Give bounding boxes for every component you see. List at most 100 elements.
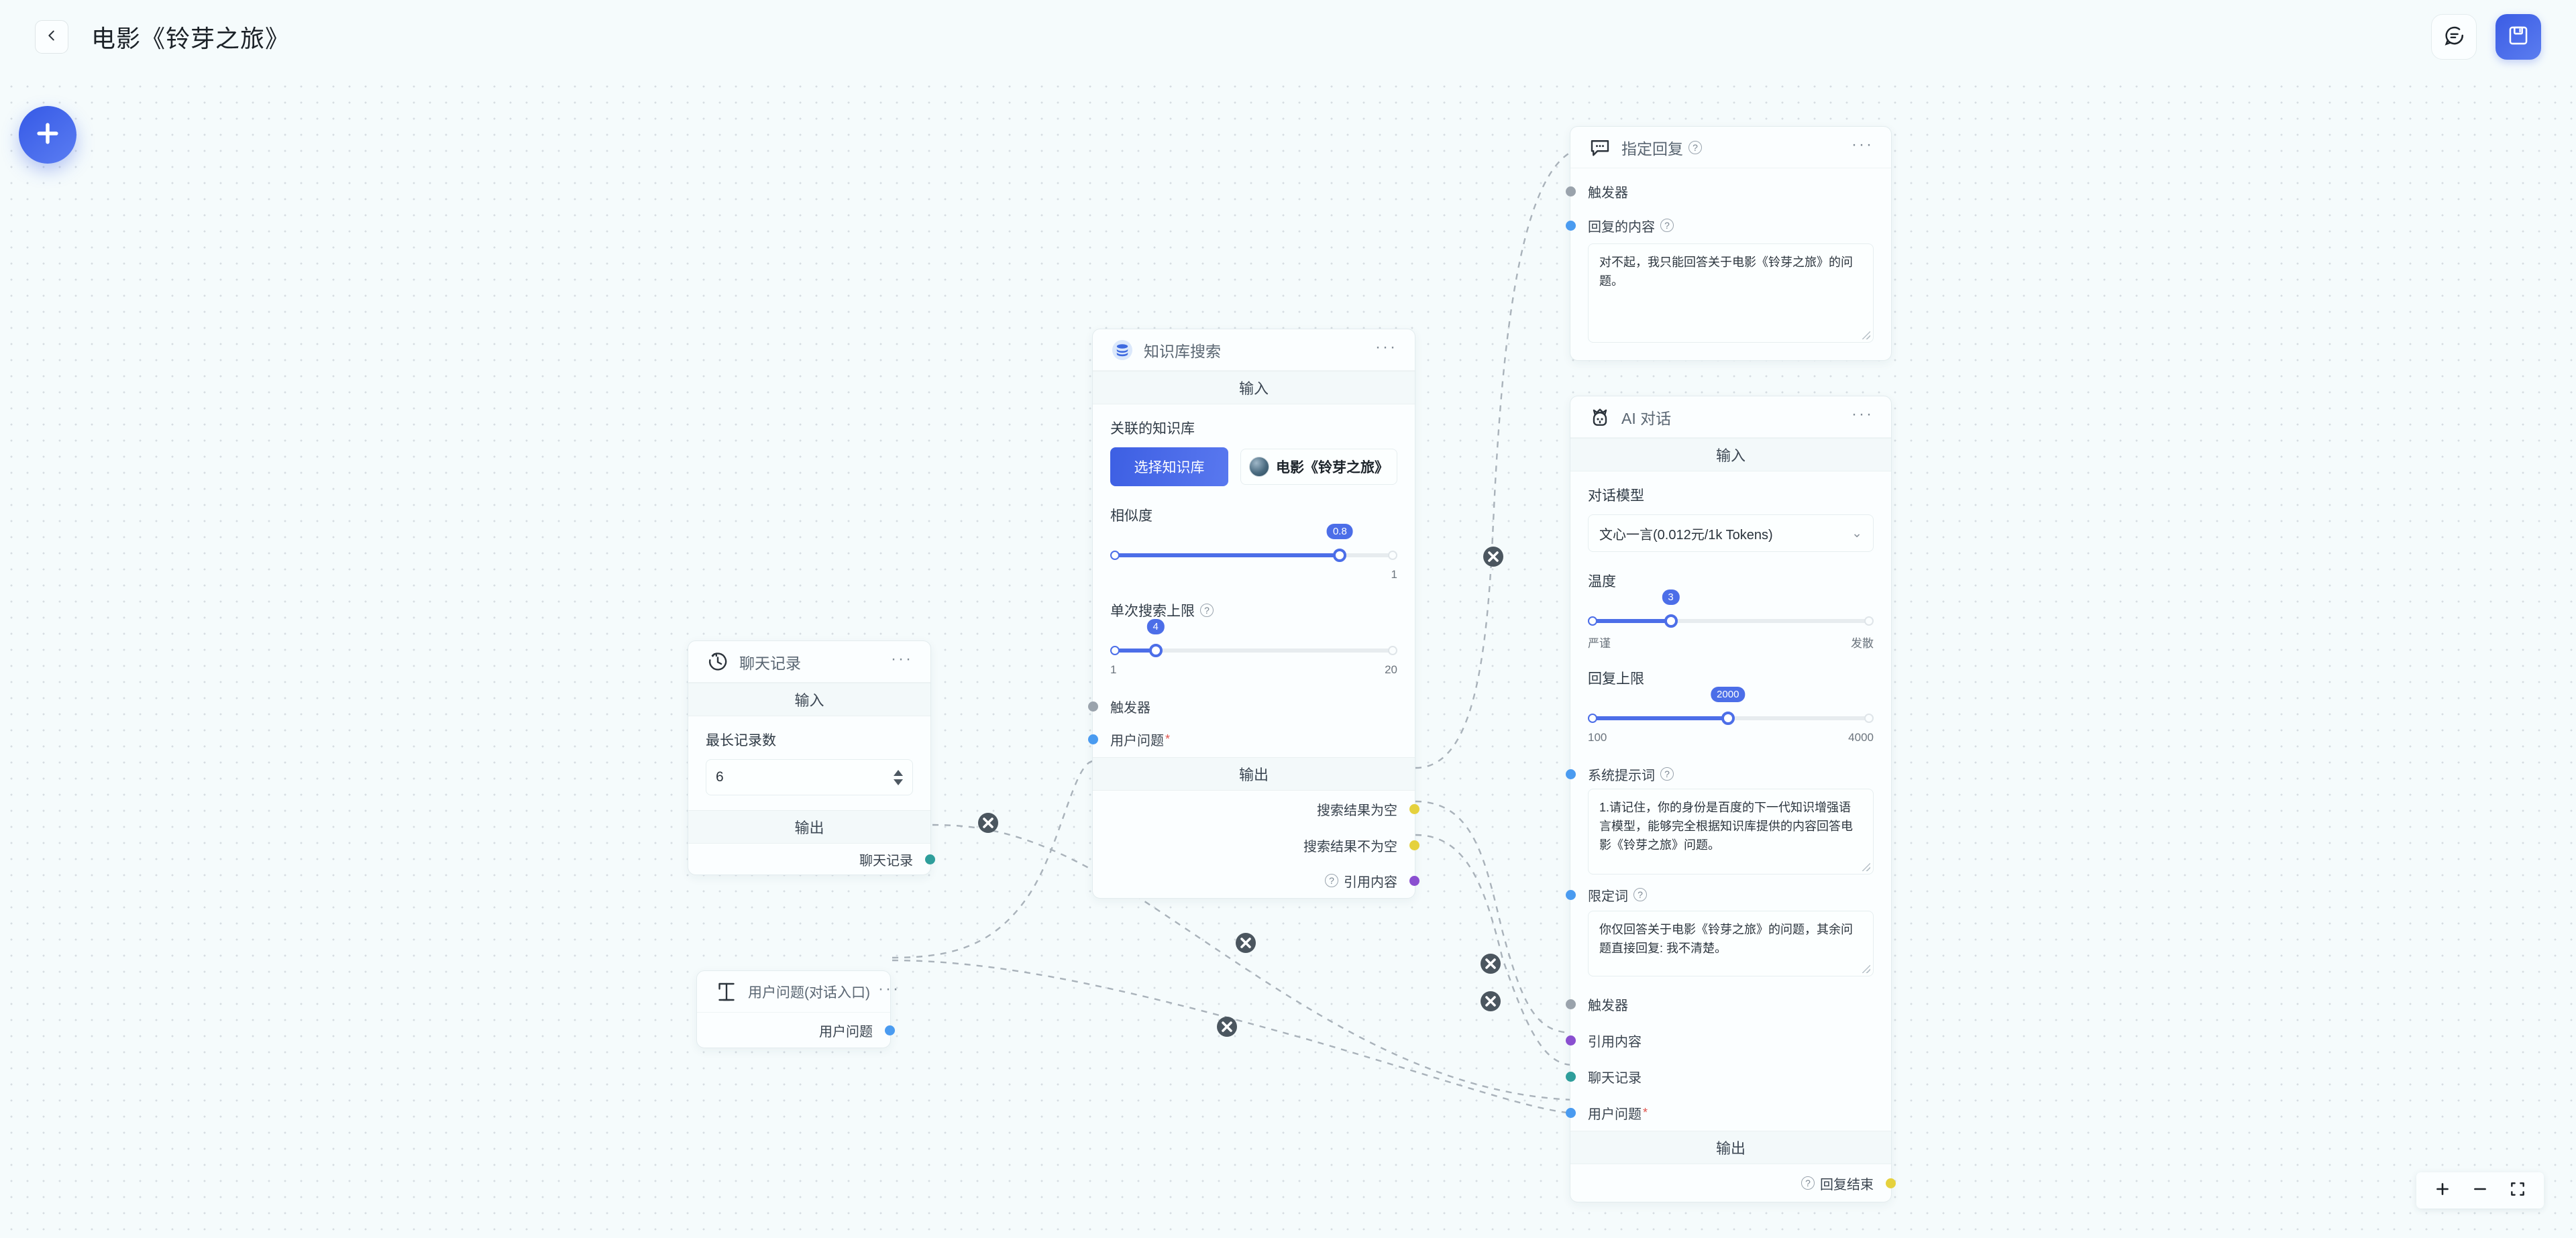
node-header[interactable]: 指定回复 ? ···: [1570, 127, 1891, 168]
topk-slider[interactable]: 4: [1110, 619, 1397, 658]
port-ai-chat-history-in[interactable]: 聊天记录: [1566, 1058, 1891, 1094]
node-menu-button[interactable]: ···: [1851, 135, 1874, 154]
port-label: 聊天记录: [859, 853, 913, 868]
select-kb-button[interactable]: 选择知识库: [1110, 447, 1228, 486]
edge-delete-button[interactable]: [1481, 954, 1501, 974]
node-kb-search[interactable]: 知识库搜索 ··· 输入 关联的知识库 选择知识库 电影《铃芽之旅》 相似度: [1088, 329, 1419, 899]
port-handle-yellow[interactable]: [1409, 803, 1419, 814]
port-label-text: 回复的内容: [1588, 219, 1655, 235]
node-user-question-entry[interactable]: 用户问题(对话入口) ··· 用户问题: [696, 970, 898, 1048]
node-menu-button[interactable]: ···: [878, 979, 900, 998]
zoom-out-button[interactable]: [2465, 1175, 2496, 1206]
clock-history-icon: [706, 650, 730, 674]
slider-thumb[interactable]: [1333, 549, 1347, 562]
kb-chip[interactable]: 电影《铃芽之旅》: [1240, 449, 1397, 485]
port-handle-purple[interactable]: [1566, 1035, 1576, 1046]
port-ai-reply-end-out[interactable]: ? 回复结束: [1570, 1164, 1896, 1202]
maxtokens-label: 回复上限: [1588, 671, 1644, 687]
node-menu-button[interactable]: ···: [891, 649, 913, 668]
help-icon[interactable]: ?: [1325, 874, 1338, 887]
zoom-in-button[interactable]: [2427, 1175, 2458, 1206]
port-handle-grey[interactable]: [1566, 999, 1576, 1009]
help-icon[interactable]: ?: [1688, 140, 1702, 154]
port-label: 用户问题: [819, 1024, 873, 1039]
max-records-input[interactable]: 6: [706, 759, 913, 795]
port-kb-result-not-empty-out[interactable]: 搜索结果不为空: [1093, 827, 1419, 863]
port-user-question-out[interactable]: 用户问题: [697, 1013, 895, 1048]
slider-thumb[interactable]: [1664, 614, 1678, 628]
port-ai-user-question-in[interactable]: 用户问题 *: [1566, 1094, 1891, 1131]
maxtokens-slider[interactable]: 2000: [1588, 687, 1874, 726]
plus-icon: [33, 119, 62, 152]
node-ai-chat[interactable]: AI 对话 ··· 输入 对话模型 文心一言(0.012元/1k Tokens)…: [1566, 396, 1896, 1202]
port-handle-yellow[interactable]: [1886, 1178, 1896, 1188]
node-fixed-reply[interactable]: 指定回复 ? ··· 触发器 回复的内容 ? 对不起，我只能回答关于电影《铃芽之…: [1566, 126, 1892, 361]
help-icon[interactable]: ?: [1660, 767, 1674, 781]
page-title: 电影《铃芽之旅》: [91, 25, 290, 52]
port-handle-grey[interactable]: [1566, 186, 1576, 196]
port-kb-user-question-in[interactable]: 用户问题 *: [1088, 721, 1415, 757]
port-ai-system-prompt-in[interactable]: 系统提示词 ?: [1566, 759, 1891, 789]
port-handle-blue[interactable]: [1088, 734, 1098, 744]
port-handle-blue[interactable]: [885, 1025, 895, 1035]
slider-cap-right: [1388, 646, 1397, 655]
port-handle-blue[interactable]: [1566, 220, 1576, 231]
connection-edges: [892, 150, 1574, 1115]
node-chat-history[interactable]: 聊天记录 ··· 输入 最长记录数 6 输出 聊天记录: [688, 640, 935, 875]
node-menu-button[interactable]: ···: [1851, 404, 1874, 423]
node-menu-button[interactable]: ···: [1375, 337, 1397, 356]
edge-delete-button[interactable]: [1217, 1017, 1237, 1037]
port-ai-limit-word-in[interactable]: 限定词 ?: [1566, 879, 1891, 911]
port-handle-teal[interactable]: [1566, 1071, 1576, 1082]
port-handle-purple[interactable]: [1409, 875, 1419, 886]
model-select[interactable]: 文心一言(0.012元/1k Tokens) ⌄: [1588, 514, 1874, 552]
scale-min: 严谨: [1588, 637, 1611, 650]
port-chat-history-out[interactable]: 聊天记录: [688, 844, 935, 875]
port-ai-trigger-in[interactable]: 触发器: [1566, 986, 1891, 1022]
similarity-slider[interactable]: 0.8: [1110, 524, 1397, 563]
port-ai-quote-in[interactable]: 引用内容: [1566, 1022, 1891, 1058]
flow-canvas[interactable]: 聊天记录 ··· 输入 最长记录数 6 输出 聊天记录: [0, 74, 2576, 1238]
edge-delete-button[interactable]: [1481, 991, 1501, 1011]
port-label: 聊天记录: [1588, 1070, 1642, 1086]
save-button[interactable]: [2496, 14, 2541, 60]
add-node-button[interactable]: [19, 106, 76, 164]
comment-button[interactable]: [2431, 14, 2477, 60]
node-header[interactable]: 聊天记录 ···: [688, 641, 930, 683]
slider-thumb[interactable]: [1148, 644, 1163, 657]
fixed-reply-textarea[interactable]: 对不起，我只能回答关于电影《铃芽之旅》的问题。: [1588, 243, 1874, 343]
limit-word-textarea[interactable]: 你仅回答关于电影《铃芽之旅》的问题，其余问题直接回复: 我不清楚。: [1588, 911, 1874, 976]
edge-delete-button[interactable]: [1483, 547, 1503, 567]
fit-screen-button[interactable]: [2502, 1175, 2533, 1206]
node-header[interactable]: AI 对话 ···: [1570, 396, 1891, 438]
port-label: 引用内容: [1588, 1034, 1642, 1050]
port-handle-grey[interactable]: [1088, 701, 1098, 712]
back-button[interactable]: [35, 20, 68, 54]
help-icon[interactable]: ?: [1633, 888, 1647, 901]
help-icon[interactable]: ?: [1200, 604, 1214, 617]
scale-min: 100: [1588, 731, 1607, 744]
number-stepper[interactable]: [894, 769, 903, 785]
help-icon[interactable]: ?: [1801, 1176, 1815, 1190]
port-kb-result-empty-out[interactable]: 搜索结果为空: [1093, 791, 1419, 827]
port-handle-teal[interactable]: [925, 854, 935, 864]
stepper-down-icon[interactable]: [894, 779, 903, 785]
node-header[interactable]: 知识库搜索 ···: [1093, 329, 1415, 371]
port-fixed-reply-trigger-in[interactable]: 触发器: [1566, 172, 1891, 210]
node-header[interactable]: 用户问题(对话入口) ···: [697, 971, 898, 1013]
port-handle-blue[interactable]: [1566, 889, 1576, 900]
edge-delete-button[interactable]: [1236, 933, 1256, 953]
port-handle-blue[interactable]: [1566, 1107, 1576, 1118]
port-fixed-reply-content-in[interactable]: 回复的内容 ?: [1566, 210, 1891, 241]
port-kb-quote-out[interactable]: ? 引用内容: [1093, 863, 1419, 898]
edge-delete-button[interactable]: [978, 813, 998, 833]
port-handle-yellow[interactable]: [1409, 840, 1419, 850]
slider-thumb[interactable]: [1721, 712, 1735, 725]
temperature-slider[interactable]: 3: [1588, 589, 1874, 628]
help-icon[interactable]: ?: [1660, 219, 1674, 232]
port-handle-blue[interactable]: [1566, 769, 1576, 779]
port-kb-trigger-in[interactable]: 触发器: [1088, 691, 1415, 721]
stepper-up-icon[interactable]: [894, 769, 903, 776]
system-prompt-textarea[interactable]: 1.请记住，你的身份是百度的下一代知识增强语言模型，能够完全根据知识库提供的内容…: [1588, 789, 1874, 875]
slider-cap-left: [1588, 714, 1597, 723]
